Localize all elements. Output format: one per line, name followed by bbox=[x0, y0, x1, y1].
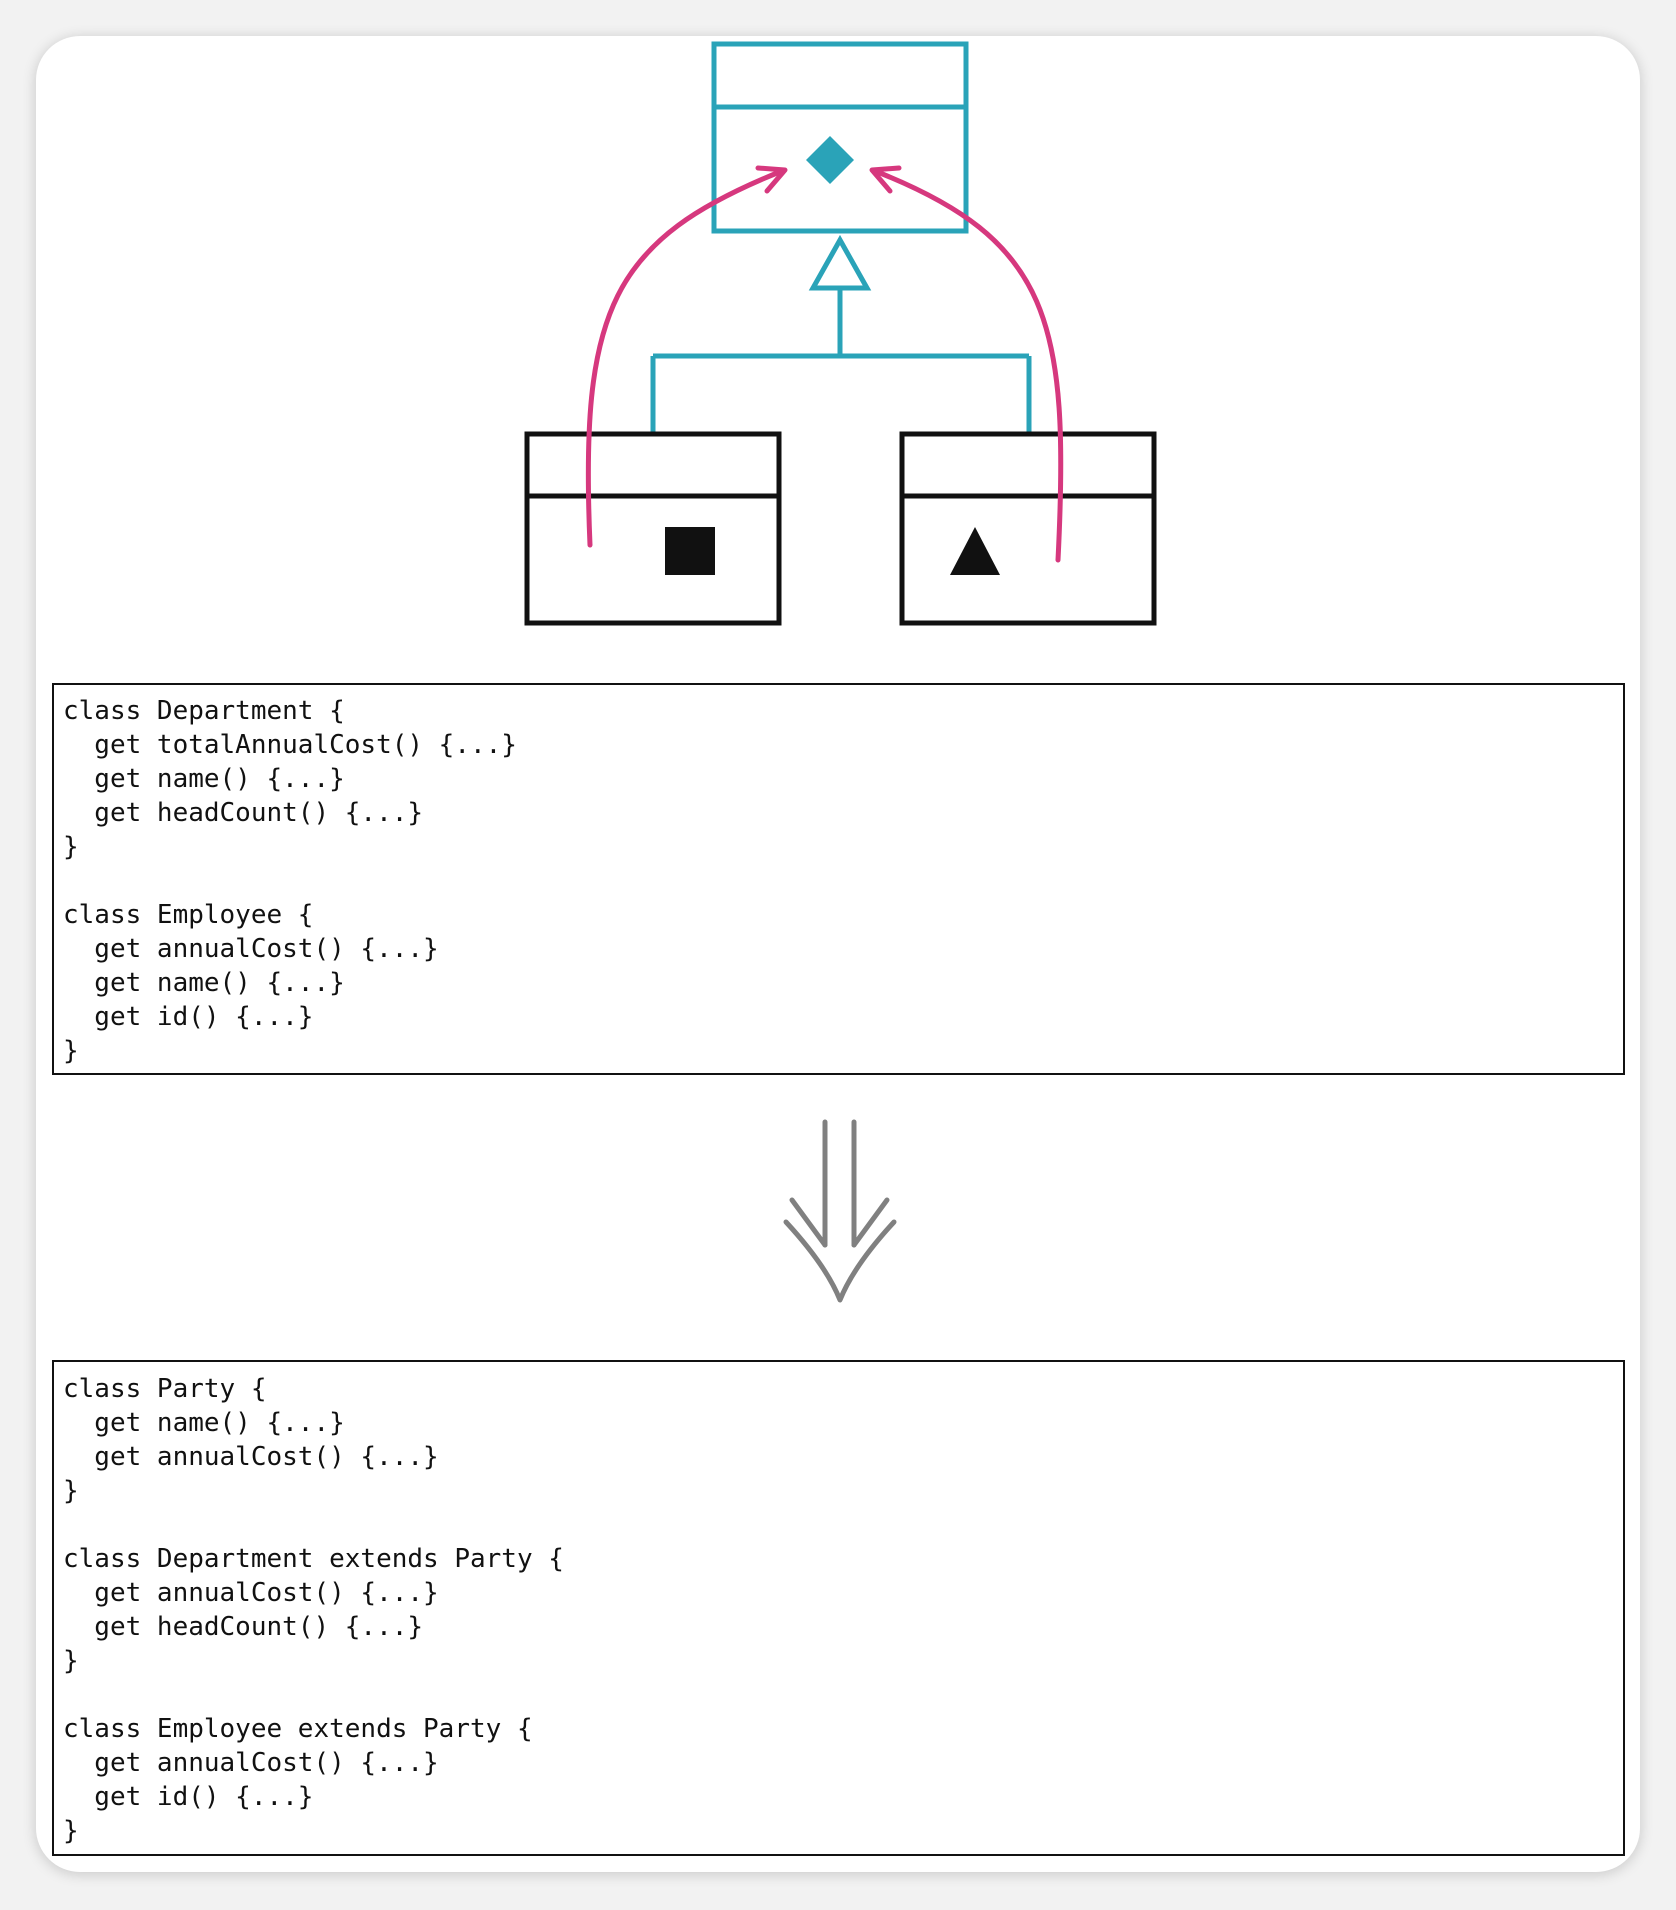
code-line: } bbox=[63, 1646, 79, 1676]
code-line: class Party { bbox=[63, 1374, 267, 1404]
code-line: } bbox=[63, 1476, 79, 1506]
code-line: get id() {...} bbox=[63, 1782, 314, 1812]
code-line: class Employee { bbox=[63, 900, 314, 930]
after-code-box: class Party { get name() {...} get annua… bbox=[52, 1360, 1625, 1856]
right-arrowhead-icon bbox=[869, 165, 902, 194]
code-line bbox=[63, 1510, 79, 1540]
code-line: get annualCost() {...} bbox=[63, 934, 439, 964]
code-line: get name() {...} bbox=[63, 1408, 345, 1438]
right-subclass-box bbox=[899, 431, 1157, 626]
code-line: get id() {...} bbox=[63, 1002, 314, 1032]
code-line: } bbox=[63, 1036, 79, 1066]
pull-up-arrows bbox=[585, 165, 1064, 563]
code-line bbox=[63, 866, 79, 896]
code-line: get headCount() {...} bbox=[63, 1612, 424, 1642]
code-line: get annualCost() {...} bbox=[63, 1748, 439, 1778]
code-line bbox=[63, 1680, 79, 1710]
left-pull-up-arrow bbox=[585, 168, 785, 548]
code-line: get name() {...} bbox=[63, 968, 345, 998]
code-line: } bbox=[63, 1816, 79, 1846]
code-line: get annualCost() {...} bbox=[63, 1442, 439, 1472]
left-subclass-box bbox=[524, 431, 782, 626]
generalization-connector bbox=[650, 288, 1032, 434]
before-code-box: class Department { get totalAnnualCost()… bbox=[52, 683, 1625, 1075]
code-line: } bbox=[63, 832, 79, 862]
code-line: class Department extends Party { bbox=[63, 1544, 564, 1574]
code-line: get annualCost() {...} bbox=[63, 1578, 439, 1608]
right-subclass-member-triangle-icon bbox=[950, 527, 1000, 575]
superclass-member-diamond-icon bbox=[806, 136, 854, 184]
left-arrowhead-icon bbox=[755, 165, 788, 194]
code-line: class Department { bbox=[63, 696, 345, 726]
uml-diagram bbox=[524, 41, 1157, 626]
left-subclass-member-square-icon bbox=[665, 527, 715, 575]
generalization-triangle-icon bbox=[808, 234, 872, 291]
code-line: get totalAnnualCost() {...} bbox=[63, 730, 517, 760]
right-pull-up-arrow bbox=[872, 168, 1064, 563]
code-line: get headCount() {...} bbox=[63, 798, 424, 828]
superclass-box bbox=[711, 41, 969, 234]
code-line: class Employee extends Party { bbox=[63, 1714, 533, 1744]
after-code: class Party { get name() {...} get annua… bbox=[54, 1362, 1623, 1848]
code-line: get name() {...} bbox=[63, 764, 345, 794]
before-code: class Department { get totalAnnualCost()… bbox=[54, 685, 1623, 1068]
